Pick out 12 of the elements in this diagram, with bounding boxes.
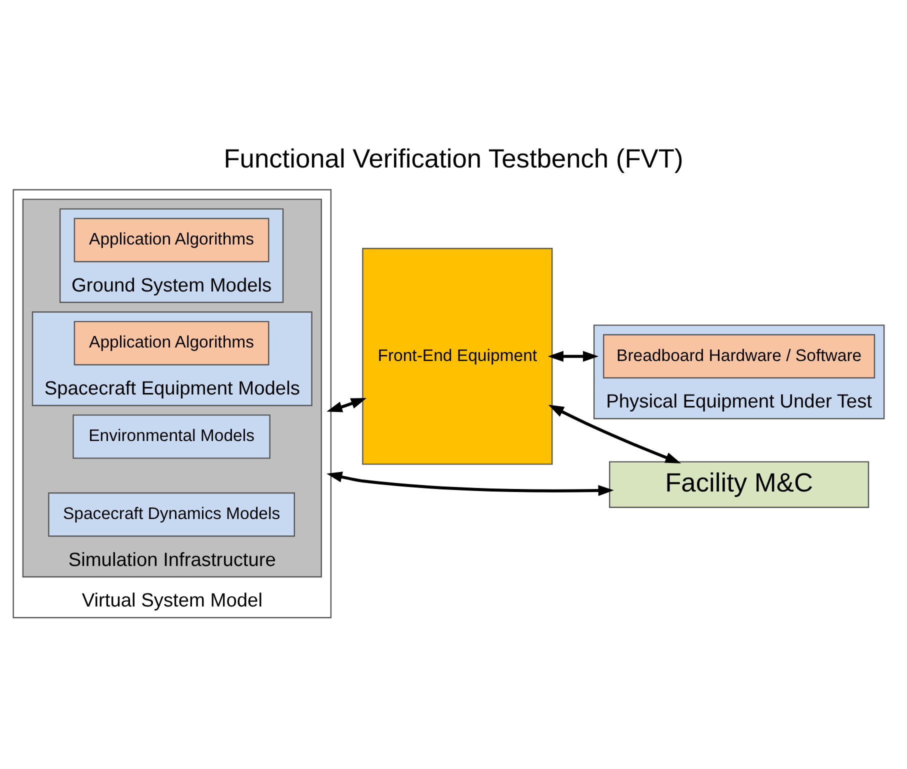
arrow — [548, 404, 681, 464]
node-box: Application Algorithms — [74, 320, 270, 366]
arrow — [548, 350, 599, 362]
diagram-title: Functional Verification Testbench (FVT) — [224, 144, 684, 174]
node-box: Application Algorithms — [74, 218, 270, 262]
node-box: Front-End Equipment — [362, 248, 553, 465]
arrow — [326, 472, 614, 496]
node-box: Environmental Models — [72, 414, 270, 459]
node-box: Breadboard Hardware / Software — [603, 334, 876, 379]
arrow — [326, 398, 367, 412]
node-box: Facility M&C — [609, 461, 870, 508]
node-box: Spacecraft Dynamics Models — [48, 492, 295, 537]
